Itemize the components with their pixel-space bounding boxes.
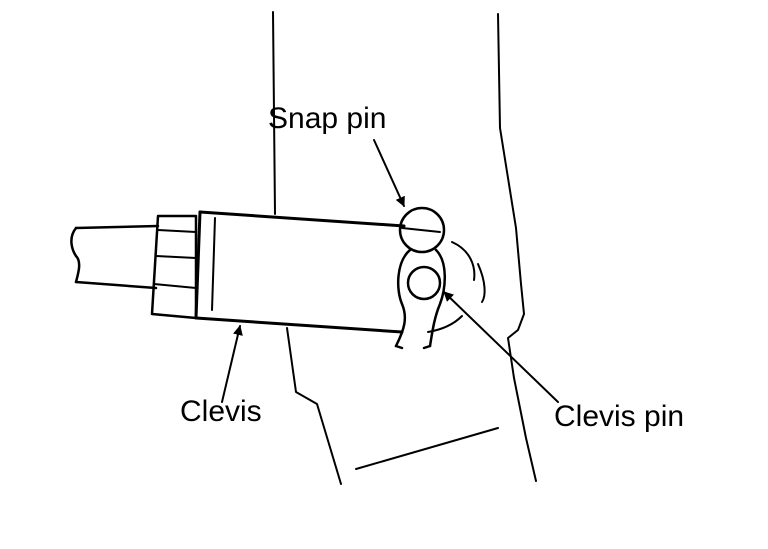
push-rod (70, 224, 160, 290)
clevis-pin (406, 241, 486, 333)
clevis-leader (221, 325, 243, 403)
snap-pin-leader (373, 139, 405, 207)
snap-pin-label: Snap pin (268, 102, 387, 135)
leader-arrows (221, 139, 559, 403)
bracket-outline (272, 11, 537, 485)
clevis-label: Clevis (180, 395, 262, 428)
lock-nut (150, 214, 198, 320)
snap-pin (394, 206, 446, 350)
clevis-body (194, 210, 406, 334)
clevis-pin-label: Clevis pin (554, 400, 685, 433)
clevis-pin-leader (443, 291, 559, 403)
